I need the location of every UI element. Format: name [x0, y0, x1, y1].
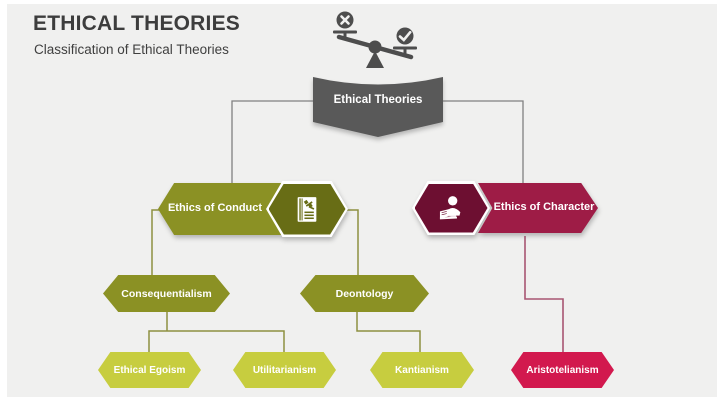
node-aristotelianism: Aristotelianism: [511, 352, 614, 388]
node-ethics-of-conduct: Ethics of Conduct: [158, 181, 348, 237]
character-icon-hexagon: [412, 181, 490, 235]
law-document-icon: [297, 197, 317, 222]
consequentialism-label: Consequentialism: [121, 287, 212, 300]
balance-scale-icon: [325, 7, 425, 77]
aristotelianism-label: Aristotelianism: [526, 364, 599, 376]
node-ethics-of-character: Ethics of Character: [412, 181, 598, 235]
ethics-of-conduct-label: Ethics of Conduct: [158, 183, 282, 235]
utilitarianism-label: Utilitarianism: [252, 364, 317, 376]
banner-ribbon-shape: [313, 77, 443, 137]
page-title: ETHICAL THEORIES: [33, 12, 240, 35]
deontology-label: Deontology: [335, 287, 394, 300]
root-label: Ethical Theories: [333, 94, 423, 106]
ethical-egoism-label: Ethical Egoism: [113, 364, 186, 376]
node-kantianism: Kantianism: [370, 352, 474, 388]
node-deontology: Deontology: [300, 275, 429, 312]
slide-background: ETHICAL THEORIES Classification of Ethic…: [7, 4, 717, 397]
node-consequentialism: Consequentialism: [103, 275, 230, 312]
person-reading-icon: [439, 196, 461, 220]
node-utilitarianism: Utilitarianism: [233, 352, 336, 388]
node-ethical-theories: Ethical Theories: [313, 72, 443, 140]
kantianism-label: Kantianism: [395, 364, 449, 376]
ethics-of-character-label: Ethics of Character: [478, 183, 598, 233]
page-subtitle: Classification of Ethical Theories: [34, 42, 229, 57]
conduct-icon-hexagon: [266, 181, 348, 237]
node-ethical-egoism: Ethical Egoism: [98, 352, 201, 388]
